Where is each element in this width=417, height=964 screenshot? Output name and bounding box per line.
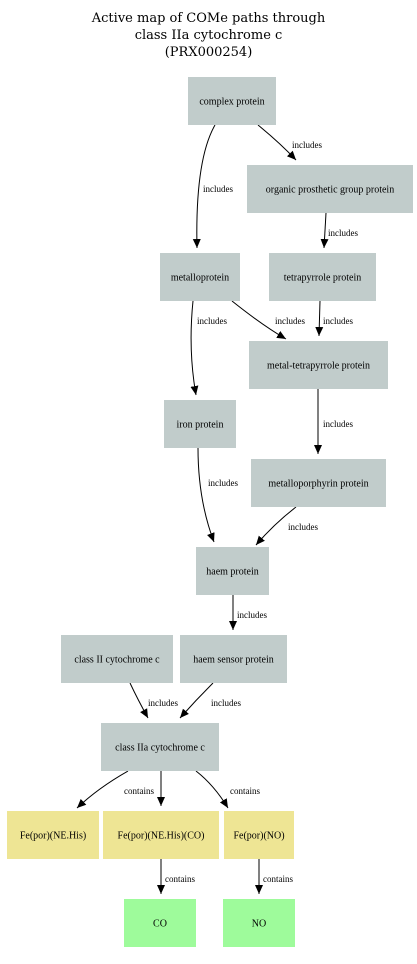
node-label-fe-por-ne-his-co: Fe(por)(NE.His)(CO) xyxy=(118,831,205,842)
edge-label-metal-tetrapyrrole-protein-to-metalloporphyrin-protein: includes xyxy=(323,419,353,429)
node-label-co: CO xyxy=(153,919,167,930)
node-tetrapyrrole-protein: tetrapyrrole protein xyxy=(269,253,376,301)
node-metalloporphyrin-protein: metalloporphyrin protein xyxy=(251,459,386,507)
node-box-no xyxy=(223,899,295,947)
edge-metalloporphyrin-protein-to-haem-protein xyxy=(255,506,297,546)
edge-class-iia-cytochrome-c-to-fe-por-ne-his xyxy=(76,770,129,809)
node-label-fe-por-no: Fe(por)(NO) xyxy=(233,831,284,842)
node-box-metalloprotein xyxy=(160,253,240,301)
node-box-organic-prosthetic-group-protein xyxy=(247,165,413,213)
edge-label-metalloporphyrin-protein-to-haem-protein: includes xyxy=(288,522,318,532)
node-iron-protein: iron protein xyxy=(164,400,236,448)
node-box-metal-tetrapyrrole-protein xyxy=(249,341,388,389)
node-fe-por-ne-his: Fe(por)(NE.His) xyxy=(7,811,99,859)
edge-label-metalloprotein-to-metal-tetrapyrrole-protein: includes xyxy=(275,316,305,326)
node-box-class-ii-cytochrome-c xyxy=(61,635,173,683)
node-box-fe-por-ne-his-co xyxy=(103,811,219,859)
edge-label-class-ii-cytochrome-c-to-class-iia-cytochrome-c: includes xyxy=(148,698,178,708)
node-box-tetrapyrrole-protein xyxy=(269,253,376,301)
edge-complex-protein-to-metalloprotein xyxy=(192,124,216,249)
node-metal-tetrapyrrole-protein: metal-tetrapyrrole protein xyxy=(249,341,388,389)
diagram-title-line-3: (PRX000254) xyxy=(164,45,253,60)
node-co: CO xyxy=(124,899,196,947)
edge-iron-protein-to-haem-protein xyxy=(197,447,215,543)
edge-label-tetrapyrrole-protein-to-metal-tetrapyrrole-protein: includes xyxy=(323,316,353,326)
node-label-fe-por-ne-his: Fe(por)(NE.His) xyxy=(20,831,86,842)
node-class-iia-cytochrome-c: class IIa cytochrome c xyxy=(101,723,219,771)
node-label-metal-tetrapyrrole-protein: metal-tetrapyrrole protein xyxy=(267,361,370,372)
node-label-metalloporphyrin-protein: metalloporphyrin protein xyxy=(268,479,368,490)
edges-layer xyxy=(76,124,329,894)
node-metalloprotein: metalloprotein xyxy=(160,253,240,301)
node-box-class-iia-cytochrome-c xyxy=(101,723,219,771)
node-fe-por-no: Fe(por)(NO) xyxy=(224,811,294,859)
node-box-metalloporphyrin-protein xyxy=(251,459,386,507)
edge-metalloprotein-to-metal-tetrapyrrole-protein xyxy=(231,300,287,340)
node-label-class-iia-cytochrome-c: class IIa cytochrome c xyxy=(115,743,205,754)
node-organic-prosthetic-group-protein: organic prosthetic group protein xyxy=(247,165,413,213)
edge-class-ii-cytochrome-c-to-class-iia-cytochrome-c xyxy=(129,682,149,719)
node-label-organic-prosthetic-group-protein: organic prosthetic group protein xyxy=(266,185,394,196)
node-label-class-ii-cytochrome-c: class II cytochrome c xyxy=(74,655,160,666)
node-haem-sensor-protein: haem sensor protein xyxy=(180,635,287,683)
edge-label-class-iia-cytochrome-c-to-fe-por-ne-his-co: contains xyxy=(124,786,154,796)
edge-organic-prosthetic-group-protein-to-tetrapyrrole-protein xyxy=(320,212,329,249)
edge-label-haem-sensor-protein-to-class-iia-cytochrome-c: includes xyxy=(211,698,241,708)
edge-metalloprotein-to-iron-protein xyxy=(190,300,199,396)
node-box-haem-protein xyxy=(196,547,269,595)
node-box-fe-por-no xyxy=(224,811,294,859)
edge-label-class-iia-cytochrome-c-to-fe-por-no: contains xyxy=(230,786,260,796)
diagram-title-line-2: class IIa cytochrome c xyxy=(134,28,283,43)
node-label-tetrapyrrole-protein: tetrapyrrole protein xyxy=(284,273,361,284)
node-box-fe-por-ne-his xyxy=(7,811,99,859)
edge-label-complex-protein-to-metalloprotein: includes xyxy=(203,184,233,194)
node-haem-protein: haem protein xyxy=(196,547,269,595)
node-fe-por-ne-his-co: Fe(por)(NE.His)(CO) xyxy=(103,811,219,859)
edge-complex-protein-to-organic-prosthetic-group-protein xyxy=(257,124,297,161)
node-label-no: NO xyxy=(252,919,266,930)
node-box-complex-protein xyxy=(188,77,276,125)
edge-label-fe-por-no-to-no: contains xyxy=(263,874,293,884)
edge-labels-layer: includes includes includes includes includes… xyxy=(124,140,358,884)
node-label-haem-sensor-protein: haem sensor protein xyxy=(193,655,274,666)
node-box-haem-sensor-protein xyxy=(180,635,287,683)
node-box-co xyxy=(124,899,196,947)
edge-haem-sensor-protein-to-class-iia-cytochrome-c xyxy=(179,682,214,719)
nodes-layer: complex protein organic prosthetic group … xyxy=(7,77,413,947)
node-box-iron-protein xyxy=(164,400,236,448)
node-label-complex-protein: complex protein xyxy=(199,97,264,108)
node-label-metalloprotein: metalloprotein xyxy=(171,273,229,284)
edge-label-iron-protein-to-haem-protein: includes xyxy=(208,478,238,488)
edge-label-haem-protein-to-haem-sensor-protein: includes xyxy=(237,610,267,620)
edge-class-iia-cytochrome-c-to-fe-por-no xyxy=(195,770,229,809)
edge-label-metalloprotein-to-iron-protein: includes xyxy=(197,316,227,326)
node-label-haem-protein: haem protein xyxy=(206,567,258,578)
edge-label-organic-prosthetic-group-protein-to-tetrapyrrole-protein: includes xyxy=(328,228,358,238)
edge-tetrapyrrole-protein-to-metal-tetrapyrrole-protein xyxy=(315,300,324,337)
node-class-ii-cytochrome-c: class II cytochrome c xyxy=(61,635,173,683)
node-label-iron-protein: iron protein xyxy=(177,420,224,431)
node-complex-protein: complex protein xyxy=(188,77,276,125)
diagram-title-line-1: Active map of COMe paths through xyxy=(91,11,326,26)
edge-label-complex-protein-to-organic-prosthetic-group-protein: includes xyxy=(292,140,322,150)
edge-label-fe-por-ne-his-co-to-co: contains xyxy=(165,874,195,884)
node-no: NO xyxy=(223,899,295,947)
